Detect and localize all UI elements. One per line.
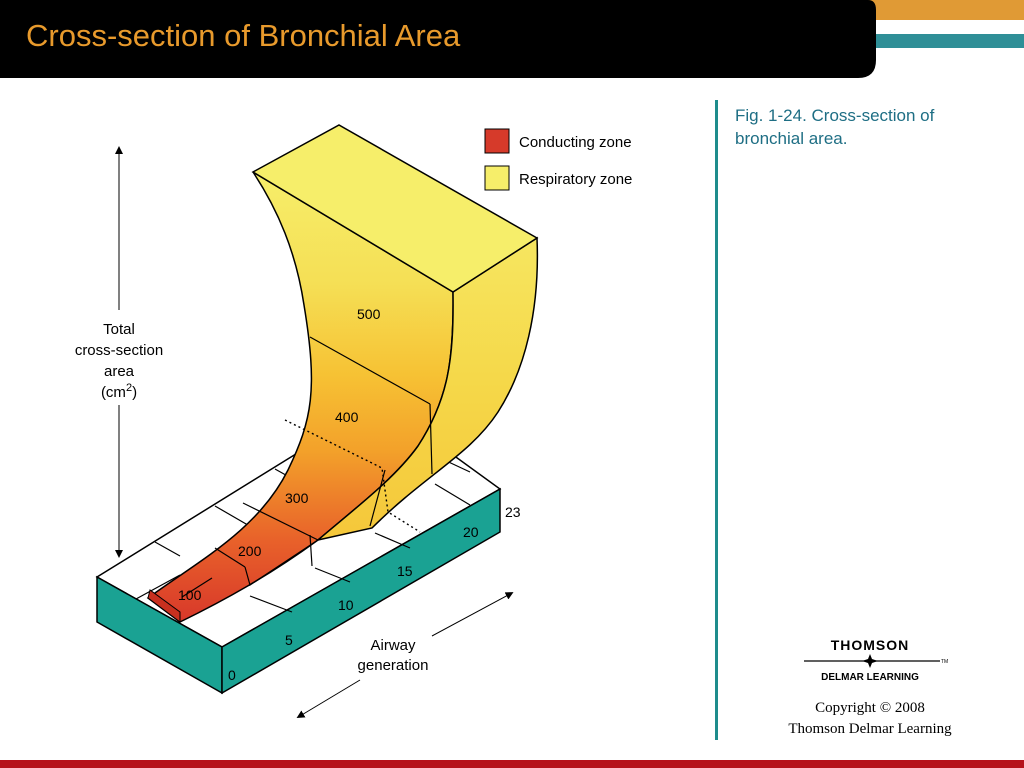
copyright-line-1: Copyright © 2008 bbox=[815, 700, 925, 716]
copyright-notice: Copyright © 2008 Thomson Delmar Learning bbox=[760, 698, 980, 740]
bottom-rule bbox=[0, 760, 1024, 768]
area-label-100: 100 bbox=[178, 587, 202, 603]
caption-line-2: bronchial area. bbox=[735, 129, 848, 148]
area-label-400: 400 bbox=[335, 409, 359, 425]
x-axis: Airway generation bbox=[296, 592, 514, 719]
y-axis-label-line-3: area bbox=[104, 363, 135, 380]
legend-swatch-conducting bbox=[484, 128, 510, 154]
publisher-sub: DELMAR LEARNING bbox=[821, 672, 919, 683]
curve-tip-face bbox=[147, 589, 181, 623]
curve-right-face bbox=[317, 236, 539, 541]
airway-area-curve: 100 200 300 400 500 bbox=[146, 124, 539, 623]
y-axis-label-line-1: Total bbox=[103, 321, 135, 338]
generation-label-15: 15 bbox=[397, 563, 413, 579]
base-front-face bbox=[221, 487, 501, 695]
legend-label-respiratory: Respiratory zone bbox=[519, 171, 632, 188]
caption-line-1: Fig. 1-24. Cross-section of bbox=[735, 106, 935, 125]
x-axis-arrow-right bbox=[431, 592, 514, 637]
publisher-logo: THOMSON DELMAR LEARNING TM bbox=[804, 637, 948, 683]
y-axis: Total cross-section area (cm2) bbox=[75, 146, 163, 558]
legend-label-conducting: Conducting zone bbox=[519, 134, 632, 151]
star-icon bbox=[862, 654, 878, 668]
bronchial-area-diagram: 100 200 300 400 500 0 5 10 15 20 23 Tota… bbox=[75, 124, 632, 719]
area-label-500: 500 bbox=[357, 306, 381, 322]
area-label-300: 300 bbox=[285, 490, 309, 506]
x-axis-arrow-left bbox=[296, 679, 361, 719]
copyright-line-2: Thomson Delmar Learning bbox=[788, 721, 952, 737]
y-axis-label-line-2: cross-section bbox=[75, 342, 163, 359]
figure-caption: Fig. 1-24. Cross-section of bronchial ar… bbox=[735, 104, 1005, 150]
conducting-respiratory-boundary bbox=[284, 419, 421, 533]
legend-swatch-respiratory bbox=[484, 165, 510, 191]
curve-top-face bbox=[251, 124, 539, 293]
slide-title: Cross-section of Bronchial Area bbox=[26, 18, 461, 53]
title-bar-background bbox=[0, 0, 876, 78]
x-axis-label-line-1: Airway bbox=[370, 637, 416, 654]
vertical-divider bbox=[715, 100, 718, 740]
publisher-tm: TM bbox=[941, 659, 948, 665]
generation-label-0: 0 bbox=[228, 667, 236, 683]
generation-label-5: 5 bbox=[285, 632, 293, 648]
area-label-200: 200 bbox=[238, 543, 262, 559]
title-bar-teal-accent bbox=[868, 34, 1024, 48]
legend: Conducting zone Respiratory zone bbox=[484, 128, 632, 191]
generation-label-10: 10 bbox=[338, 597, 354, 613]
generation-label-20: 20 bbox=[463, 524, 479, 540]
title-bar-orange-accent bbox=[860, 0, 1024, 20]
publisher-name: THOMSON bbox=[831, 637, 910, 653]
generation-labels: 0 5 10 15 20 23 bbox=[228, 504, 521, 683]
generation-label-23: 23 bbox=[505, 504, 521, 520]
cross-section-lines bbox=[181, 336, 433, 598]
y-axis-label-line-4: (cm2) bbox=[101, 382, 137, 401]
x-axis-label-line-2: generation bbox=[358, 657, 429, 674]
title-bar bbox=[0, 0, 1024, 78]
